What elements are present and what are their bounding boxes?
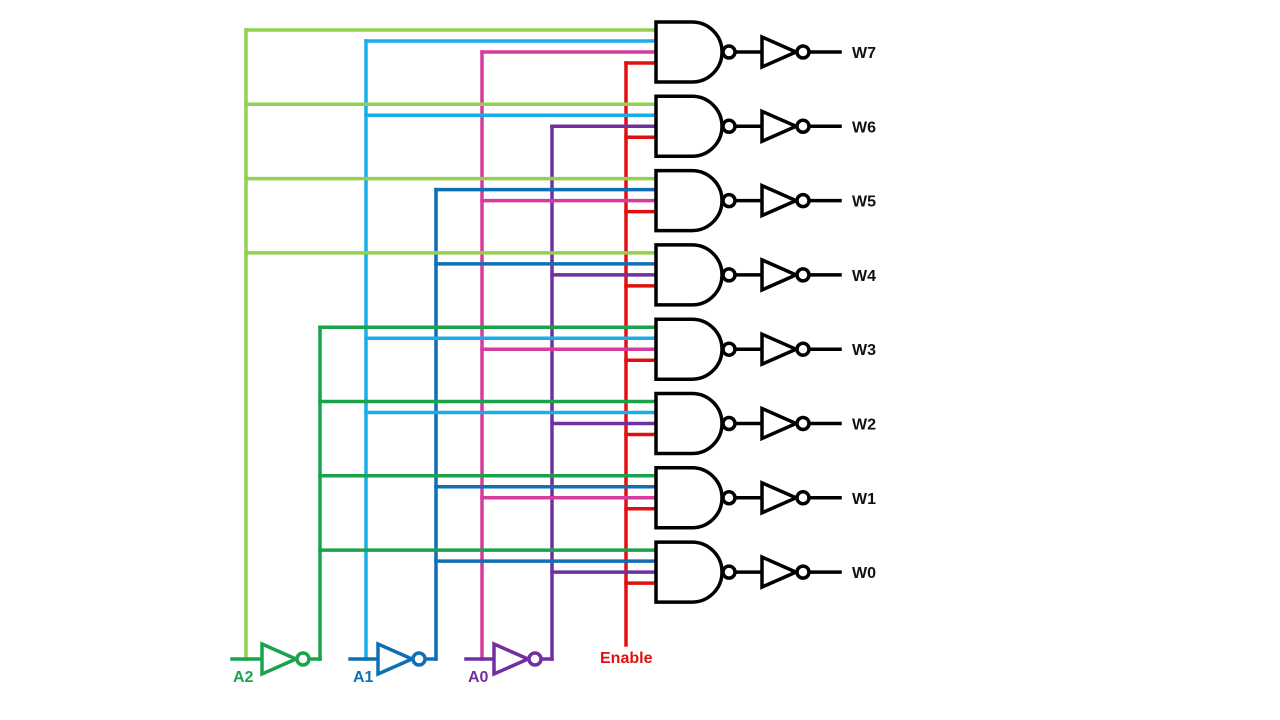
gate-layer xyxy=(260,20,811,677)
input-label-a0: A0 xyxy=(468,669,489,686)
enable-label: Enable xyxy=(600,650,653,667)
output-label-w4: W4 xyxy=(852,268,876,285)
input-label-a2: A2 xyxy=(233,669,254,686)
input-inverter-a2 xyxy=(260,641,311,677)
output-label-w1: W1 xyxy=(852,491,876,508)
output-inverter xyxy=(760,480,811,516)
nand-gate xyxy=(654,466,737,530)
input-label-a1: A1 xyxy=(353,669,374,686)
output-label-w2: W2 xyxy=(852,417,876,434)
output-inverter xyxy=(760,331,811,367)
nand-gate xyxy=(654,168,737,233)
input-inverter-a0 xyxy=(492,641,543,677)
nand-gate xyxy=(654,94,737,159)
nand-gate xyxy=(654,391,737,456)
nand-gate xyxy=(654,20,737,84)
output-inverter xyxy=(760,108,811,144)
output-label-w5: W5 xyxy=(852,194,876,211)
output-inverter xyxy=(760,405,811,442)
nand-gate xyxy=(654,540,737,604)
nand-gate xyxy=(654,243,737,307)
output-inverter xyxy=(760,257,811,293)
output-label-w0: W0 xyxy=(852,565,876,582)
wire-layer xyxy=(230,28,842,661)
output-inverter xyxy=(760,182,811,219)
output-inverter xyxy=(760,34,811,70)
output-label-w7: W7 xyxy=(852,45,876,62)
nand-gate xyxy=(654,317,737,381)
output-label-w6: W6 xyxy=(852,119,876,136)
input-inverter-a1 xyxy=(376,641,427,677)
output-inverter xyxy=(760,554,811,590)
output-label-w3: W3 xyxy=(852,342,876,359)
